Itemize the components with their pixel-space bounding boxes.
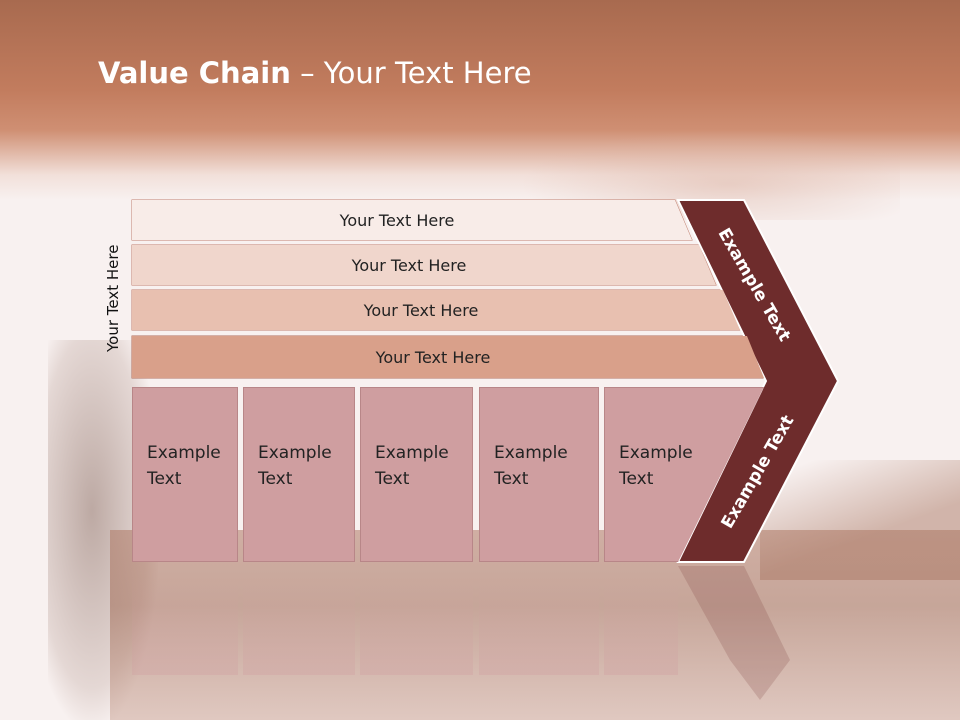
bar-4-label: Your Text Here [375,347,491,367]
box-5-line-2: Text [619,469,654,489]
box-4-reflection [479,565,599,675]
box-2[interactable]: Example Text [243,387,355,562]
box-4[interactable]: Example Text [479,387,599,562]
slide-title-rest: – Your Text Here [290,56,532,90]
box-3[interactable]: Example Text [360,387,473,562]
box-5-reflection [604,565,678,675]
bar-4[interactable]: Your Text Here [132,336,764,378]
bar-1-label: Your Text Here [339,210,455,230]
box-4-line-1: Example [494,443,568,463]
box-3-line-1: Example [375,443,449,463]
box-1-line-2: Text [147,469,182,489]
box-2-reflection [243,565,355,675]
box-3-line-2: Text [375,469,410,489]
bar-1[interactable]: Your Text Here [132,200,692,240]
box-2-line-1: Example [258,443,332,463]
slide-title-bold: Value Chain [98,56,291,90]
box-5-line-1: Example [619,443,693,463]
bar-2-label: Your Text Here [351,255,467,275]
bar-2[interactable]: Your Text Here [132,245,716,285]
box-4-line-2: Text [494,469,529,489]
box-1-reflection [132,565,238,675]
box-2-line-2: Text [258,469,293,489]
background-photo-table-edge [760,460,960,580]
side-label[interactable]: Your Text Here [104,244,122,352]
bar-3-label: Your Text Here [363,300,479,320]
box-1-line-1: Example [147,443,221,463]
chevron-shape [676,199,840,563]
box-3-reflection [360,565,473,675]
box-1[interactable]: Example Text [132,387,238,562]
chevron-reflection [678,566,790,700]
bar-3[interactable]: Your Text Here [132,290,740,330]
slide-title[interactable]: Value Chain – Your Text Here [98,56,532,90]
